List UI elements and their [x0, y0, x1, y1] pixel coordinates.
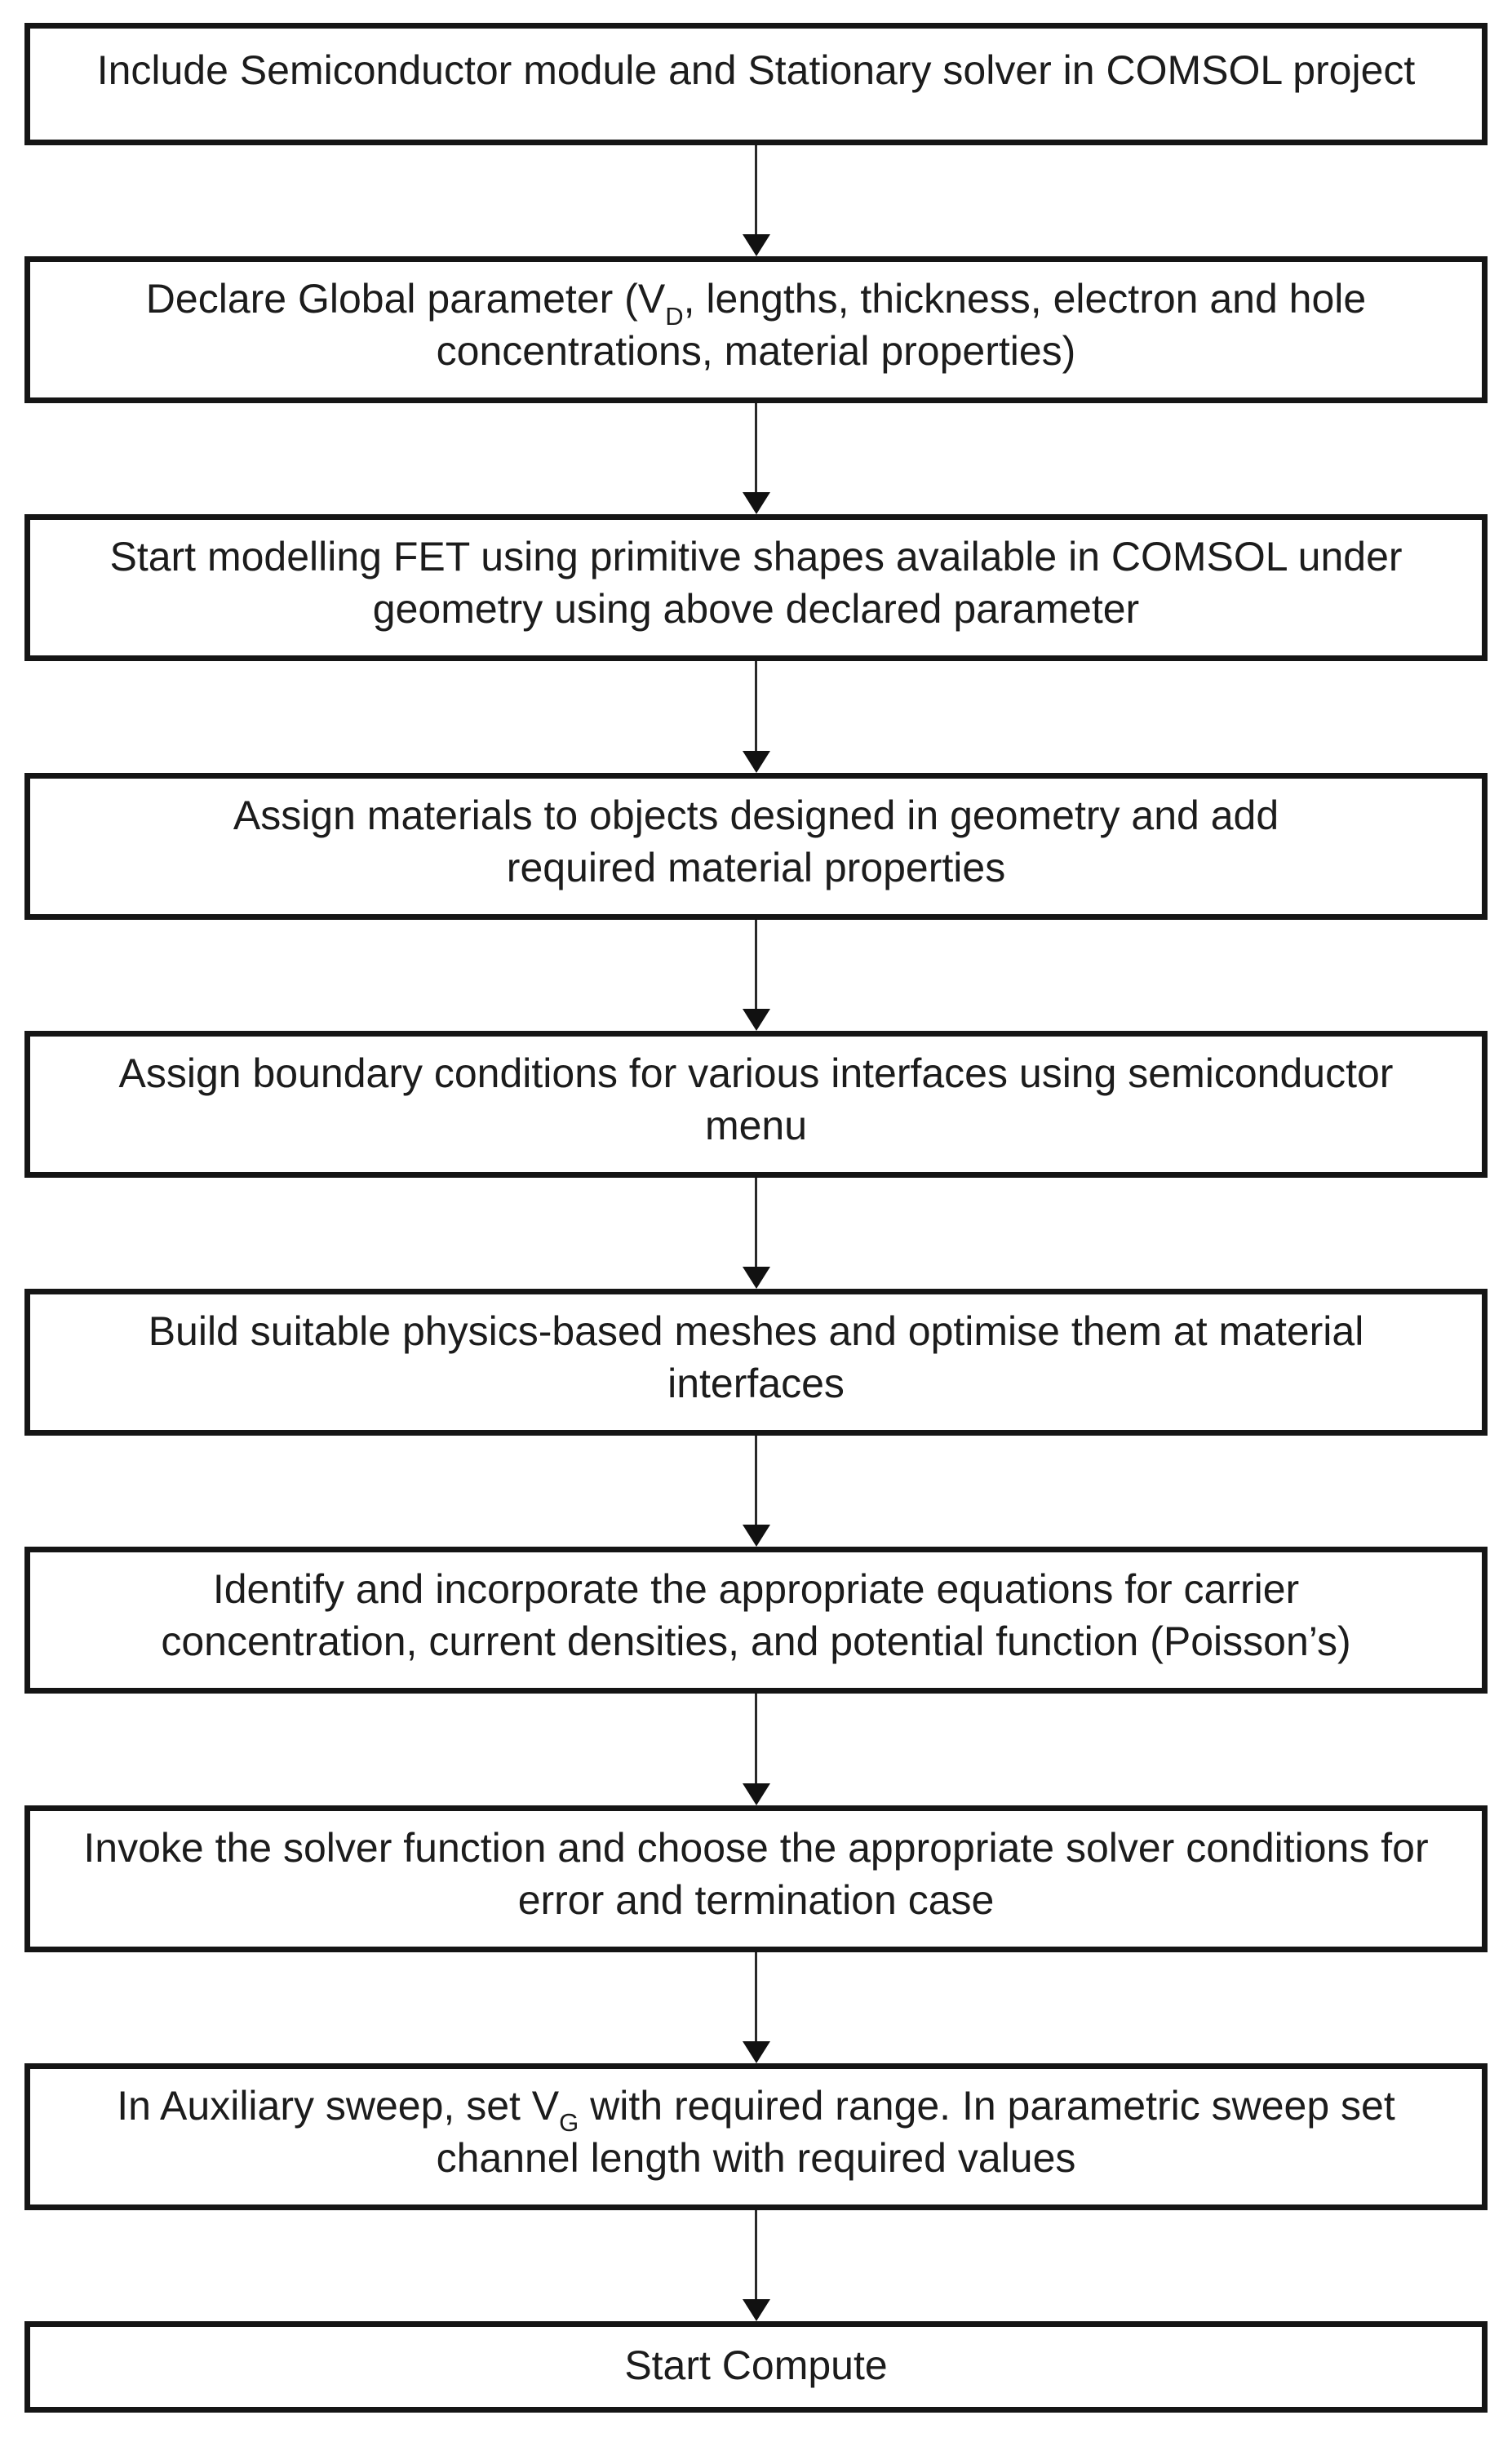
flowchart-step-1: Include Semiconductor module and Station… [24, 23, 1488, 145]
connector-line [755, 919, 757, 1010]
step-text: interfaces [667, 1361, 845, 1407]
step-text: In Auxiliary sweep, set V [117, 2082, 560, 2129]
arrow-down-icon [742, 1783, 770, 1805]
connector-line [755, 2209, 757, 2300]
step-text: concentrations, material properties) [436, 328, 1076, 375]
arrow-down-icon [742, 750, 770, 773]
step-4-line-1: Assign materials to objects designed in … [233, 789, 1279, 841]
step-text: , lengths, thickness, electron and hole [683, 276, 1367, 322]
step-10-line-1: Start Compute [624, 2339, 887, 2391]
step-8-line-1: Invoke the solver function and choose th… [83, 1822, 1428, 1874]
step-text: required material properties [506, 844, 1006, 890]
flowchart-step-5: Assign boundary conditions for various i… [24, 1030, 1488, 1178]
flow-connector [24, 661, 1488, 773]
step-text: Include Semiconductor module and Station… [96, 47, 1416, 93]
connector-line [755, 661, 757, 752]
flow-connector [24, 1694, 1488, 1805]
step-9-line-2: channel length with required values [437, 2132, 1076, 2184]
step-text: with required range. In parametric sweep… [579, 2082, 1395, 2129]
step-8-line-2: error and termination case [518, 1874, 995, 1926]
step-7-line-1: Identify and incorporate the appropriate… [213, 1563, 1299, 1615]
flow-connector [24, 1436, 1488, 1547]
step-text: menu [704, 1102, 808, 1148]
step-6-line-2: interfaces [667, 1357, 845, 1410]
arrow-down-icon [742, 2040, 770, 2063]
flowchart-step-7: Identify and incorporate the appropriate… [24, 1547, 1488, 1694]
step-text: Build suitable physics-based meshes and … [148, 1308, 1364, 1355]
subscript-text: G [559, 2108, 579, 2138]
step-text: Assign materials to objects designed in … [233, 792, 1279, 838]
step-text: Start modelling FET using primitive shap… [109, 534, 1403, 580]
step-3-line-2: geometry using above declared parameter [373, 583, 1139, 635]
flowchart-step-9: In Auxiliary sweep, set VG with required… [24, 2062, 1488, 2210]
step-text: Declare Global parameter (V [145, 276, 666, 322]
step-6-line-1: Build suitable physics-based meshes and … [149, 1305, 1364, 1357]
step-text: concentration, current densities, and po… [161, 1618, 1351, 1665]
connector-line [755, 1177, 757, 1268]
step-2-line-1: Declare Global parameter (VD, lengths, t… [145, 273, 1367, 329]
step-text: error and termination case [517, 1876, 995, 1923]
flow-connector [24, 919, 1488, 1031]
connector-line [755, 1951, 757, 2042]
step-3-line-1: Start modelling FET using primitive shap… [109, 531, 1402, 583]
step-text: Identify and incorporate the appropriate… [212, 1566, 1300, 1613]
step-9-line-1: In Auxiliary sweep, set VG with required… [117, 2080, 1395, 2136]
step-text: channel length with required values [436, 2134, 1076, 2181]
flow-connector [24, 1951, 1488, 2063]
flow-connector [24, 145, 1488, 257]
step-2-line-2: concentrations, material properties) [437, 325, 1076, 377]
flow-connector [24, 1177, 1488, 1290]
arrow-down-icon [742, 2298, 770, 2321]
subscript-text: D [665, 301, 684, 331]
connector-line [755, 145, 757, 236]
arrow-down-icon [742, 1525, 770, 1547]
flowchart-step-2: Declare Global parameter (VD, lengths, t… [24, 256, 1488, 404]
step-5-line-2: menu [705, 1099, 807, 1152]
flowchart-step-6: Build suitable physics-based meshes and … [24, 1289, 1488, 1436]
step-text: Invoke the solver function and choose th… [83, 1824, 1429, 1871]
arrow-down-icon [742, 1008, 770, 1031]
step-4-line-2: required material properties [507, 841, 1005, 894]
step-text: Assign boundary conditions for various i… [118, 1050, 1394, 1096]
connector-line [755, 403, 757, 494]
flowchart-step-3: Start modelling FET using primitive shap… [24, 514, 1488, 662]
connector-line [755, 1436, 757, 1526]
arrow-down-icon [742, 1267, 770, 1290]
step-5-line-1: Assign boundary conditions for various i… [119, 1047, 1394, 1099]
flowchart-step-10: Start Compute [24, 2320, 1488, 2413]
arrow-down-icon [742, 492, 770, 515]
connector-line [755, 1694, 757, 1784]
flow-connector [24, 2209, 1488, 2321]
flowchart-step-4: Assign materials to objects designed in … [24, 772, 1488, 920]
flow-connector [24, 403, 1488, 515]
step-text: Start Compute [624, 2342, 888, 2388]
step-1-line-1: Include Semiconductor module and Station… [97, 44, 1416, 96]
step-text: geometry using above declared parameter [372, 586, 1140, 633]
flowchart-step-8: Invoke the solver function and choose th… [24, 1805, 1488, 1952]
step-7-line-2: concentration, current densities, and po… [161, 1615, 1350, 1667]
arrow-down-icon [742, 234, 770, 257]
